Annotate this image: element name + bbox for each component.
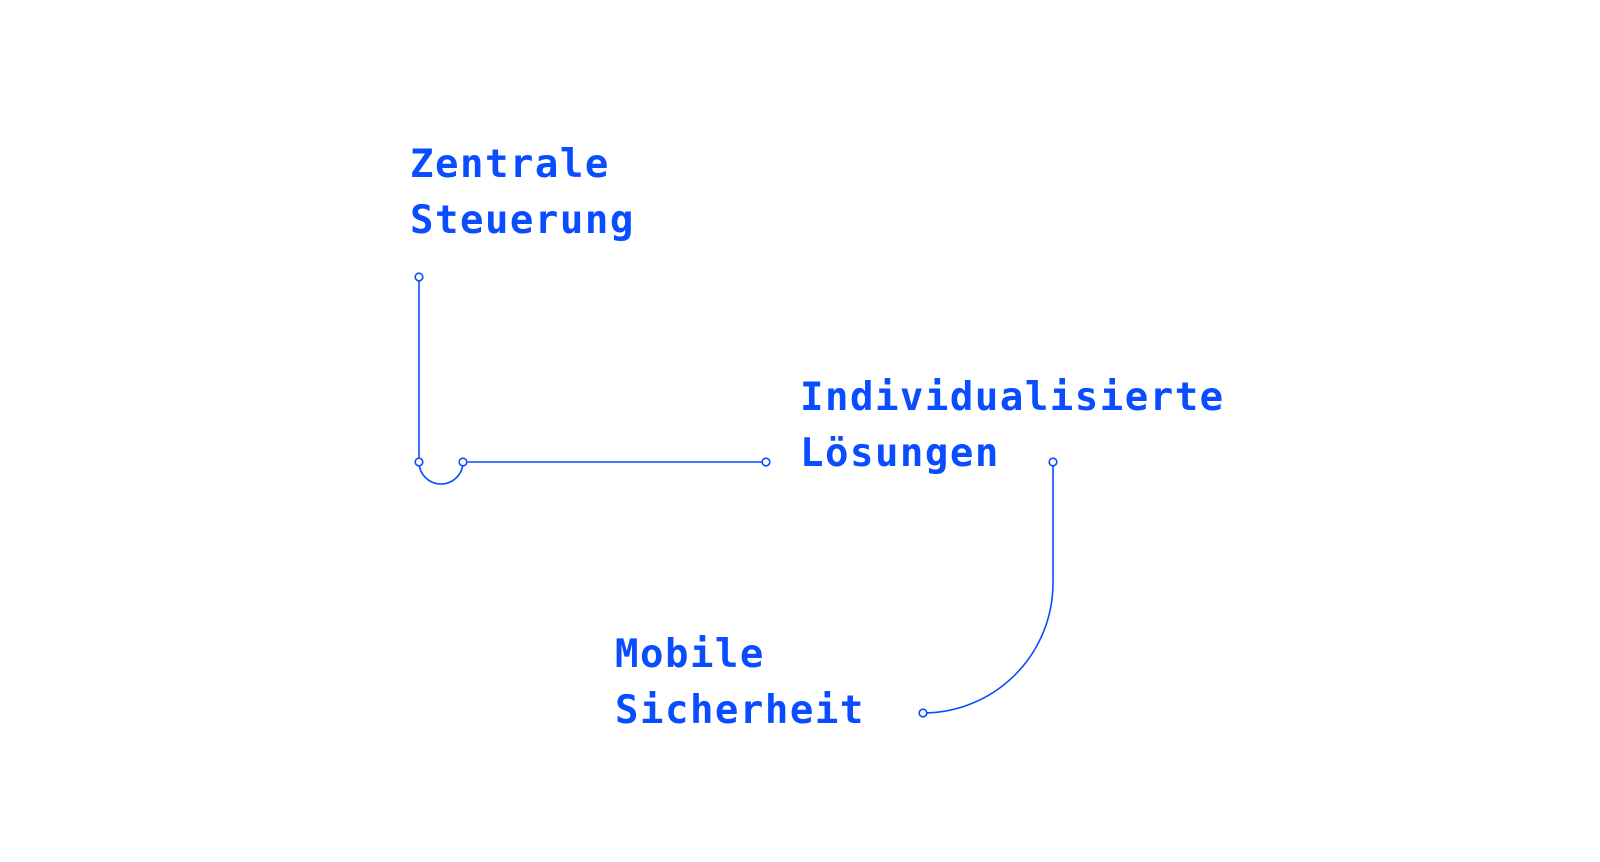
curved-connector <box>922 462 1054 714</box>
connector-endpoint <box>414 457 424 467</box>
node-zentrale-steuerung: Zentrale Steuerung <box>410 137 635 249</box>
node-label-line: Steuerung <box>410 198 635 243</box>
semicircle-connector <box>418 461 464 485</box>
connector-endpoint <box>458 457 468 467</box>
node-mobile-sicherheit: Mobile Sicherheit <box>615 627 865 739</box>
node-label-line: Zentrale <box>410 142 610 187</box>
connector-zentrale-to-individual <box>414 272 771 485</box>
connector-endpoint <box>414 272 424 282</box>
node-label-line: Individualisierte <box>800 375 1225 420</box>
node-label-line: Lösungen <box>800 431 1000 476</box>
node-label-line: Sicherheit <box>615 688 865 733</box>
connector-individual-to-mobile <box>918 457 1058 718</box>
node-individualisierte-loesungen: Individualisierte Lösungen <box>800 370 1225 482</box>
connector-endpoint <box>918 708 928 718</box>
connector-endpoint <box>761 457 771 467</box>
node-label-line: Mobile <box>615 632 765 677</box>
